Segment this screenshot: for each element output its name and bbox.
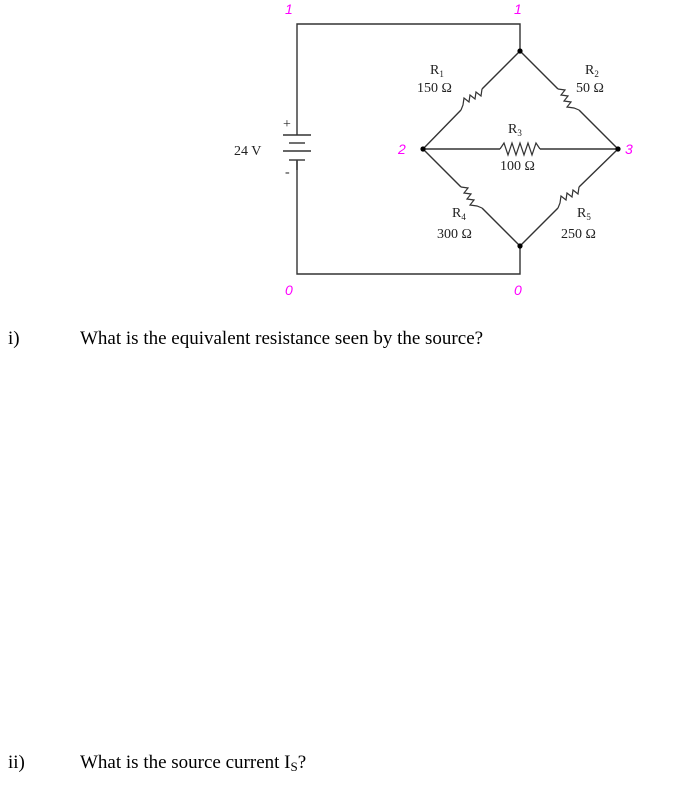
resistor-r2-symbol bbox=[557, 88, 580, 111]
resistor-r1-label: R1 150 Ω bbox=[417, 63, 452, 96]
battery-symbol bbox=[283, 126, 311, 170]
battery-plus-sign: + bbox=[283, 117, 291, 132]
svg-text:R4: R4 bbox=[452, 206, 466, 222]
question-1-number: i) bbox=[8, 328, 20, 349]
resistor-r5-label: R5 250 Ω bbox=[561, 206, 596, 242]
resistor-r4-label: R4 300 Ω bbox=[437, 206, 472, 242]
junction-right bbox=[615, 146, 621, 152]
junction-top bbox=[517, 48, 523, 54]
bridge-circuit-diagram: + - 24 V 1 1 2 3 0 0 R1 150 Ω R2 50 Ω R3… bbox=[234, 1, 633, 298]
junction-bottom bbox=[517, 243, 523, 249]
source-voltage-label: 24 V bbox=[234, 144, 261, 159]
junction-left bbox=[420, 146, 426, 152]
resistor-r3-symbol bbox=[499, 141, 541, 157]
svg-text:R3: R3 bbox=[508, 122, 522, 138]
node-label-0-left: 0 bbox=[285, 282, 293, 298]
resistor-r4-symbol bbox=[460, 186, 483, 209]
resistor-r3-label: R3 100 Ω bbox=[500, 122, 535, 174]
question-1-text: What is the equivalent resistance seen b… bbox=[80, 328, 484, 349]
node-label-1-left: 1 bbox=[285, 1, 293, 17]
node-label-2: 2 bbox=[397, 141, 406, 157]
resistor-r5-symbol bbox=[557, 186, 580, 209]
svg-text:250 Ω: 250 Ω bbox=[561, 227, 596, 242]
node-label-0-right: 0 bbox=[514, 282, 522, 298]
resistor-r1-symbol bbox=[460, 88, 483, 111]
svg-text:300 Ω: 300 Ω bbox=[437, 227, 472, 242]
battery-minus-sign: - bbox=[285, 165, 290, 180]
node-label-3: 3 bbox=[625, 141, 633, 157]
node-label-1-right: 1 bbox=[514, 1, 522, 17]
question-2-number: ii) bbox=[8, 752, 25, 773]
resistor-r2-label: R2 50 Ω bbox=[576, 63, 604, 96]
svg-text:150 Ω: 150 Ω bbox=[417, 81, 452, 96]
svg-text:R1: R1 bbox=[430, 63, 444, 79]
svg-text:100 Ω: 100 Ω bbox=[500, 159, 535, 174]
svg-text:R2: R2 bbox=[585, 63, 599, 79]
svg-text:R5: R5 bbox=[577, 206, 591, 222]
question-2-text: What is the source current IS? bbox=[80, 752, 307, 774]
wires bbox=[296, 23, 619, 275]
svg-text:50 Ω: 50 Ω bbox=[576, 81, 604, 96]
